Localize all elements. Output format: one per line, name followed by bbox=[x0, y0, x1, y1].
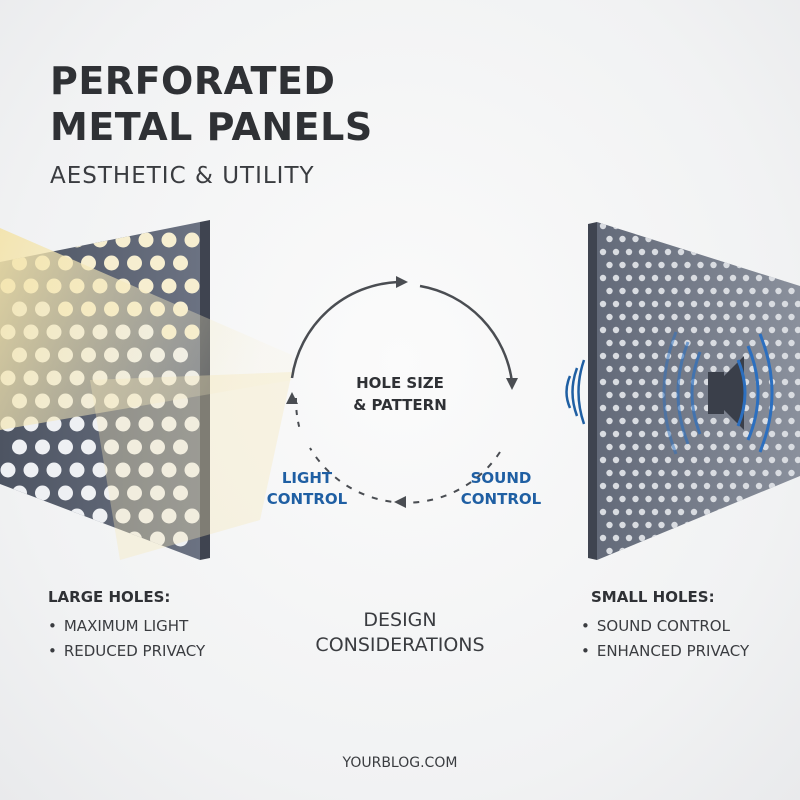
small-holes-list: SOUND CONTROL ENHANCED PRIVACY bbox=[581, 614, 749, 664]
small-holes-heading: SMALL HOLES: bbox=[591, 588, 715, 606]
light-control-line-2: CONTROL bbox=[266, 490, 348, 508]
design-caption-line-1: DESIGN bbox=[363, 609, 437, 631]
arrow-right-icon bbox=[506, 378, 518, 390]
cycle-arrowheads bbox=[286, 276, 518, 508]
sound-control-line-2: CONTROL bbox=[460, 490, 542, 508]
large-holes-list: MAXIMUM LIGHT REDUCED PRIVACY bbox=[48, 614, 205, 664]
arrow-left-icon bbox=[286, 392, 298, 404]
cycle-center-line-1: HOLE SIZE bbox=[356, 374, 444, 392]
arrow-top-icon bbox=[396, 276, 408, 288]
light-beam bbox=[0, 228, 292, 430]
sound-control-line-1: SOUND bbox=[470, 469, 532, 487]
light-control-line-1: LIGHT bbox=[281, 469, 333, 487]
light-control-label: LIGHT CONTROL bbox=[252, 468, 362, 510]
list-item: SOUND CONTROL bbox=[581, 614, 749, 639]
cycle-arc-top-left bbox=[290, 280, 399, 379]
cycle-center-label: HOLE SIZE & PATTERN bbox=[330, 372, 470, 416]
cycle-arc-left bbox=[294, 397, 301, 431]
design-considerations-caption: DESIGN CONSIDERATIONS bbox=[290, 608, 510, 658]
title-line-1: PERFORATED bbox=[50, 59, 336, 103]
design-caption-line-2: CONSIDERATIONS bbox=[315, 634, 485, 656]
light-beam-lower bbox=[90, 372, 292, 560]
large-holes-heading: LARGE HOLES: bbox=[48, 588, 171, 606]
cycle-arc-top-right bbox=[419, 284, 514, 383]
page-title: PERFORATED METAL PANELS bbox=[50, 58, 373, 150]
title-line-2: METAL PANELS bbox=[50, 105, 373, 149]
sound-waves-icon bbox=[565, 359, 586, 425]
cycle-center-line-2: & PATTERN bbox=[353, 396, 447, 414]
footer-site-url: YOURBLOG.COM bbox=[342, 755, 458, 771]
list-item: REDUCED PRIVACY bbox=[48, 639, 205, 664]
speaker-icon bbox=[662, 331, 774, 455]
small-hole-panel bbox=[588, 222, 800, 560]
large-holes-section: LARGE HOLES: MAXIMUM LIGHT REDUCED PRIVA… bbox=[48, 588, 205, 664]
list-item: ENHANCED PRIVACY bbox=[581, 639, 749, 664]
arrow-bottom-icon bbox=[394, 496, 406, 508]
list-item: MAXIMUM LIGHT bbox=[48, 614, 205, 639]
page-subtitle: AESTHETIC & UTILITY bbox=[50, 163, 315, 189]
sound-control-label: SOUND CONTROL bbox=[446, 468, 556, 510]
small-holes-section: SMALL HOLES: SOUND CONTROL ENHANCED PRIV… bbox=[581, 588, 749, 664]
